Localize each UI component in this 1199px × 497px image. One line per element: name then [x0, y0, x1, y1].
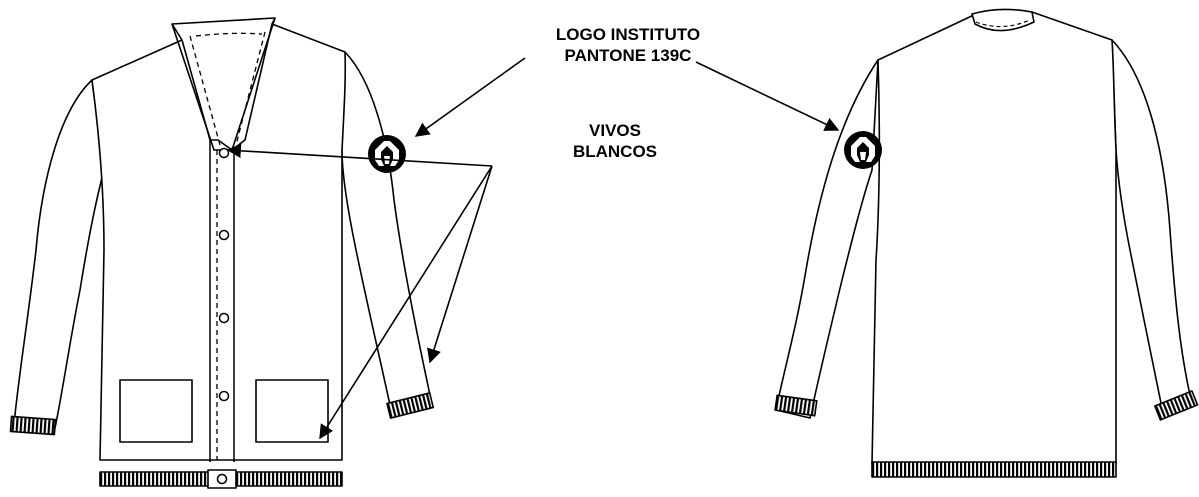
back-left-sleeve	[775, 59, 879, 419]
front-collar-stitch	[189, 31, 266, 146]
back-logo-icon	[844, 131, 882, 169]
back-body	[871, 11, 1117, 465]
back-hem-rib	[871, 461, 1117, 478]
front-left-sleeve	[13, 79, 105, 429]
front-collar	[171, 17, 276, 151]
front-left-cuff	[9, 415, 57, 436]
back-view	[774, 8, 1199, 478]
front-view	[9, 17, 435, 489]
front-placket	[209, 140, 235, 462]
front-body	[91, 23, 347, 461]
front-left-pocket	[119, 379, 193, 443]
back-collar	[971, 8, 1035, 32]
vivos-annotation-line1: VIVOS	[589, 121, 641, 140]
annotation-arrows	[226, 57, 840, 440]
front-right-cuff	[386, 392, 435, 419]
logo-annotation-line2: PANTONE 139C	[564, 46, 692, 65]
vivos-annotation-line2: BLANCOS	[572, 142, 658, 161]
front-right-sleeve	[341, 51, 431, 406]
front-right-pocket	[255, 379, 329, 443]
logo-annotation: LOGO INSTITUTO PANTONE 139C	[528, 24, 728, 66]
back-right-sleeve	[1111, 39, 1191, 409]
logo-annotation-line1: LOGO INSTITUTO	[555, 25, 701, 44]
back-right-cuff	[1154, 390, 1199, 421]
vivos-annotation: VIVOS BLANCOS	[560, 120, 670, 162]
back-left-cuff	[774, 394, 818, 417]
front-logo-icon	[368, 135, 406, 173]
